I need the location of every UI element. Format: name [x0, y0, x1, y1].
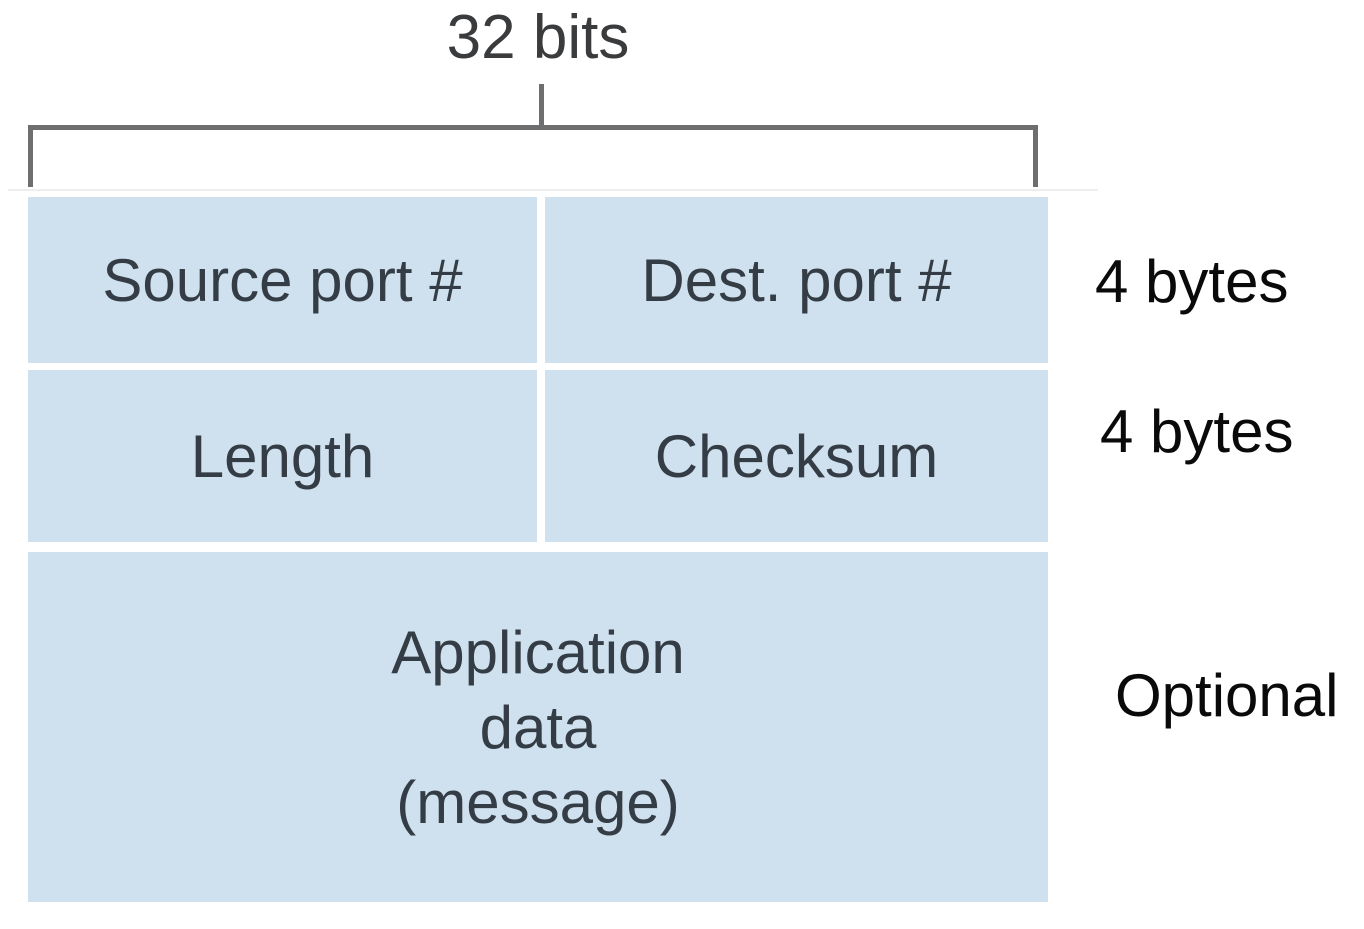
- field-length-label: Length: [190, 422, 375, 490]
- bracket-center-tick: [539, 84, 544, 125]
- field-dest-port-label: Dest. port #: [641, 246, 952, 314]
- field-dest-port: Dest. port #: [545, 197, 1048, 363]
- field-source-port-label: Source port #: [102, 246, 463, 314]
- row2-size-label: 4 bytes: [1100, 398, 1294, 465]
- row1-size-label: 4 bytes: [1095, 248, 1289, 315]
- bits-width-label: 32 bits: [446, 3, 630, 72]
- field-checksum: Checksum: [545, 370, 1048, 542]
- field-checksum-label: Checksum: [654, 422, 939, 490]
- field-application-data-label: Application data (message): [391, 618, 685, 836]
- separator-line: [8, 189, 1098, 191]
- field-length: Length: [28, 370, 537, 542]
- field-source-port: Source port #: [28, 197, 537, 363]
- row3-optional-label: Optional: [1115, 662, 1339, 729]
- width-bracket: [28, 125, 1038, 187]
- field-application-data: Application data (message): [28, 552, 1048, 902]
